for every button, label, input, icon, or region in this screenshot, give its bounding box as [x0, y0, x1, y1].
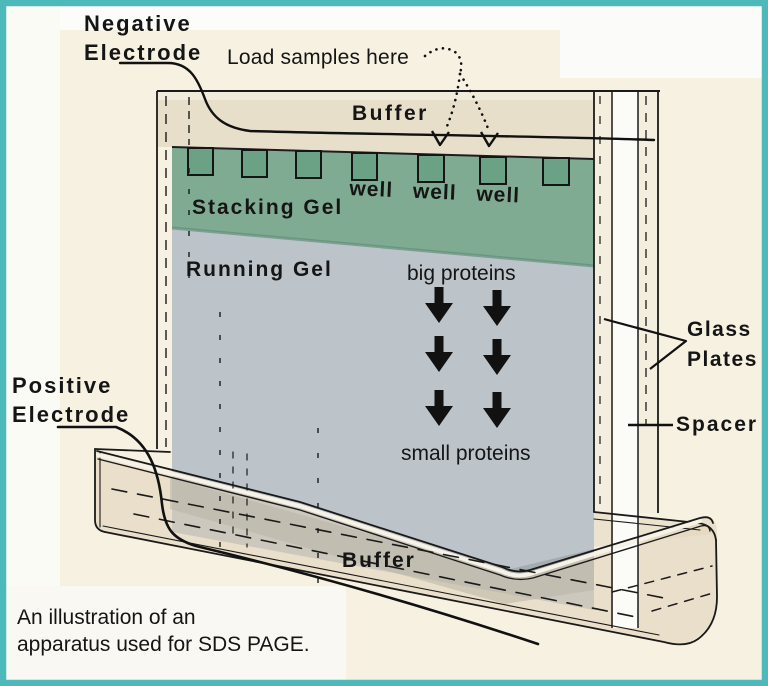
- down-arrow-icon: [483, 392, 511, 428]
- cassette-lines: [156, 90, 660, 628]
- down-arrow-icon: [425, 390, 453, 426]
- down-arrow-icon: [483, 290, 511, 326]
- positive-electrode-label: Positive Electrode: [12, 373, 131, 427]
- figure-caption: An illustration of an apparatus used for…: [17, 606, 310, 656]
- stacking-gel-label: Stacking Gel: [192, 196, 344, 219]
- small-proteins-label: small proteins: [401, 442, 531, 465]
- arrowhead-icon: [430, 130, 450, 147]
- load-samples-pointer-arrows: [423, 47, 499, 148]
- buffer-top-label: Buffer: [352, 102, 429, 125]
- buffer-tank-outline: [94, 448, 718, 646]
- down-arrow-icon: [483, 339, 511, 375]
- sample-wells: [187, 147, 570, 186]
- big-proteins-label: big proteins: [407, 262, 516, 285]
- spacer-label: Spacer: [676, 413, 759, 436]
- load-samples-label: Load samples here: [227, 46, 410, 69]
- upper-buffer-chamber: [157, 91, 660, 162]
- running-gel-label: Running Gel: [186, 258, 333, 281]
- arrowhead-icon: [479, 131, 499, 148]
- positive-electrode-wire: [56, 425, 540, 646]
- glass-plates-pointer-line: [603, 317, 688, 370]
- protein-migration-arrows: [425, 287, 511, 428]
- negative-electrode-label: Negative Electrode: [84, 11, 203, 65]
- down-arrow-icon: [425, 336, 453, 372]
- negative-electrode-wire: [118, 61, 656, 142]
- down-arrow-icon: [425, 287, 453, 323]
- glass-plates-label: Glass Plates: [687, 318, 758, 371]
- buffer-bottom-label: Buffer: [342, 549, 416, 572]
